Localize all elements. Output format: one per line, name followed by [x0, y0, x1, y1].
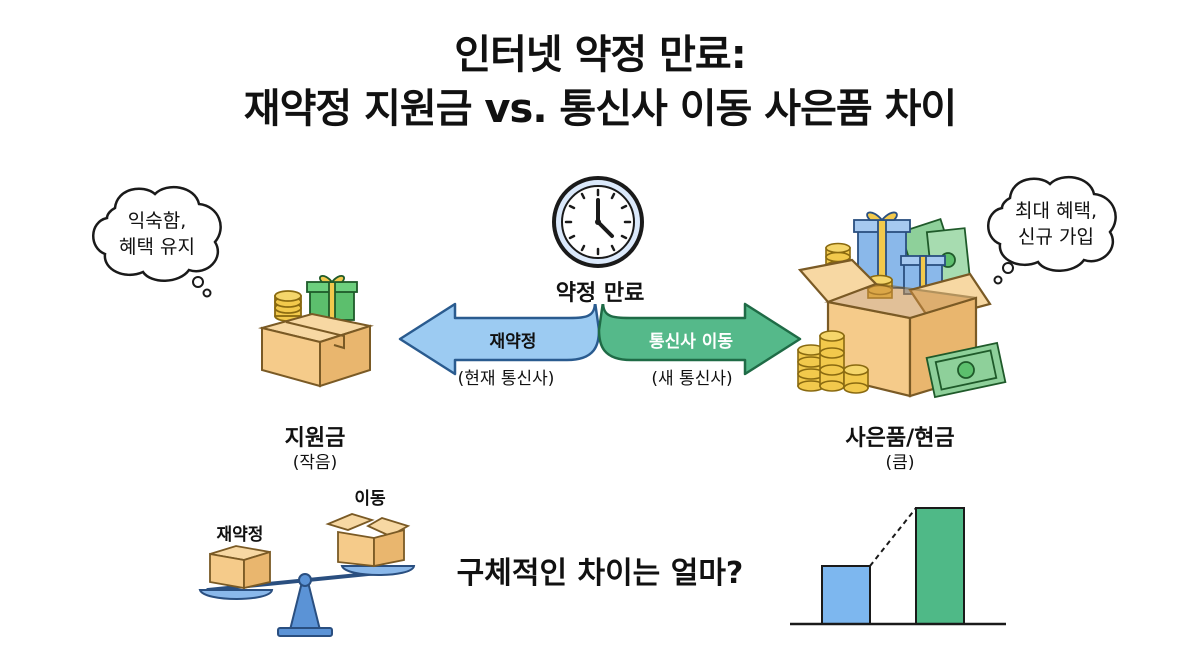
coin-stack-icon: [274, 290, 302, 322]
comparison-bar-chart: [790, 507, 1006, 626]
title-line-1: 인터넷 약정 만료:: [454, 32, 746, 78]
branch-arrows: [398, 300, 802, 376]
gift-icon: [306, 275, 358, 321]
left-item-label: 지원금: [284, 426, 346, 451]
right-arrow-sub: (새 통신사): [651, 369, 733, 389]
chart-bar-1: [821, 565, 871, 625]
page-title: 인터넷 약정 만료: 재약정 지원금 vs. 통신사 이동 사은품 차이: [0, 28, 1200, 136]
thought-bubble-icon: [987, 175, 1117, 285]
scale-icon: [198, 513, 416, 637]
left-arrow-sub: (현재 통신사): [457, 369, 555, 389]
question-text: 구체적인 차이는 얼마?: [456, 556, 744, 591]
scale-right-label: 이동: [354, 489, 386, 509]
thought-bubble-icon: [92, 185, 222, 298]
left-thought-text: 익숙함, 혜택 유지: [102, 208, 212, 260]
right-item-label: 사은품/현금: [845, 426, 955, 451]
title-line-2: 재약정 지원금 vs. 통신사 이동 사은품 차이: [243, 86, 957, 132]
left-thought-line-1: 익숙함,: [127, 210, 187, 232]
right-arrow-label: 통신사 이동: [648, 332, 734, 352]
chart-bar-2: [915, 507, 965, 625]
right-thought-line-1: 최대 혜택,: [1015, 200, 1097, 222]
big-box-icon: [797, 211, 1007, 399]
left-thought-line-2: 혜택 유지: [119, 236, 195, 258]
left-arrow-label: 재약정: [489, 332, 537, 352]
scale-left-label: 재약정: [216, 525, 264, 545]
small-box-icon: [258, 275, 374, 388]
left-item-sub: (작음): [292, 453, 338, 473]
clock-icon: [552, 176, 644, 268]
right-item-sub: (큼): [885, 453, 915, 473]
right-thought-text: 최대 혜택, 신규 가입: [996, 198, 1116, 250]
right-thought-line-2: 신규 가입: [1018, 226, 1094, 248]
chart-trend-line: [869, 507, 917, 567]
